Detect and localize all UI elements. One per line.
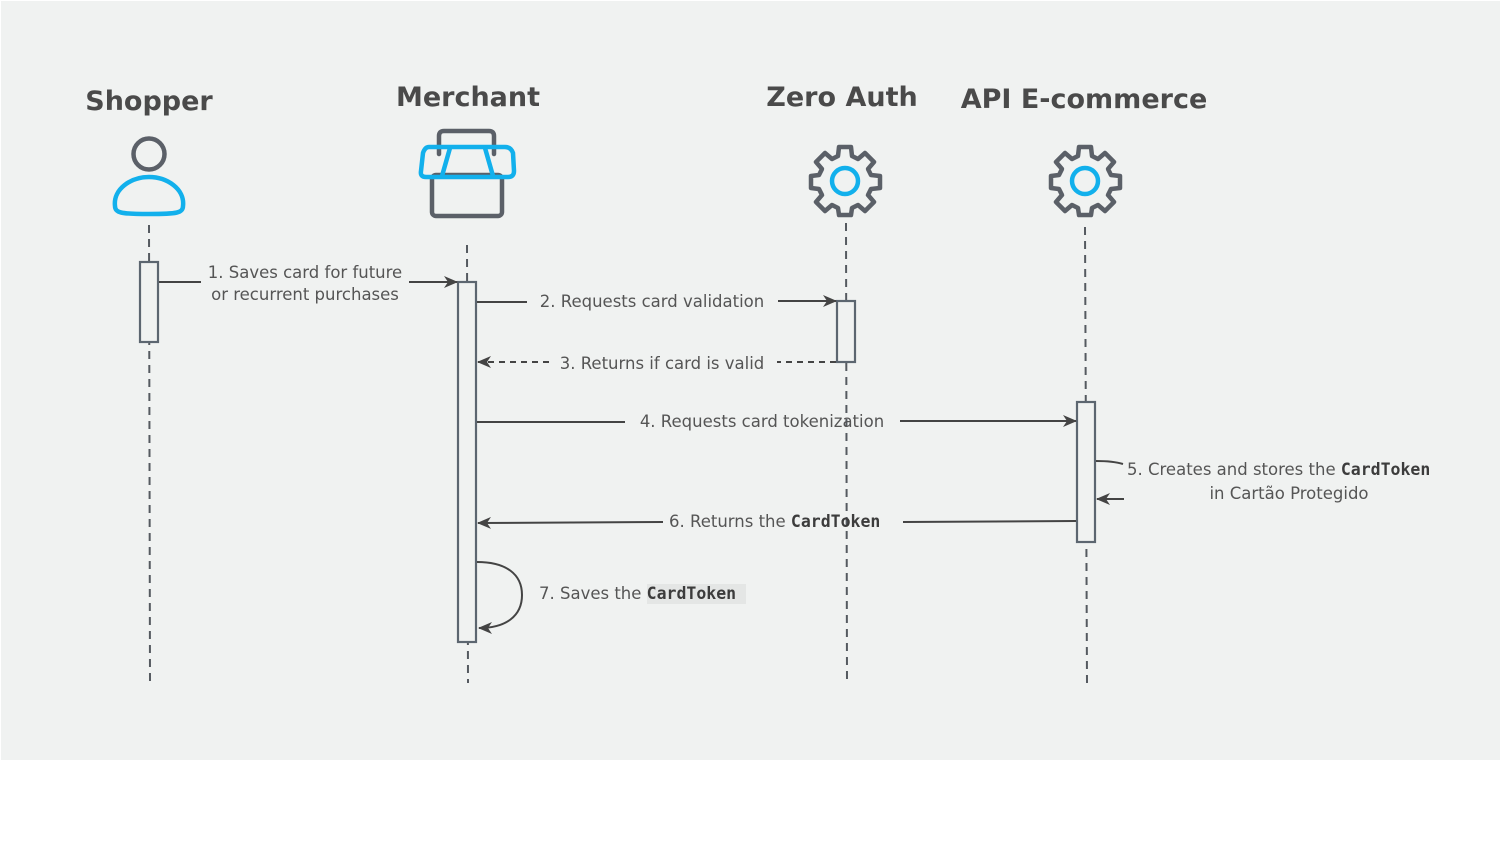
cardtoken-code: CardToken [647,584,736,603]
message-7: 7. Saves the CardToken [476,561,746,634]
actor-title-merchant: Merchant [396,82,540,113]
person-icon [112,136,186,217]
message-2: 2. Requests card validation [477,292,837,311]
message-5: 5. Creates and stores the CardToken in C… [1095,460,1430,505]
message-1-label-line1: 1. Saves card for future [208,263,402,282]
message-2-label: 2. Requests card validation [540,292,764,311]
message-5-label-line2: in Cartão Protegido [1209,484,1368,503]
message-6-label: 6. Returns the CardToken [669,512,880,531]
message-3: 3. Returns if card is valid [477,354,836,373]
activation-zero-auth [835,299,857,364]
cardtoken-code: CardToken [1341,460,1430,479]
message-4-label: 4. Requests card tokenization [640,412,884,431]
message-4: 4. Requests card tokenization [477,412,1077,431]
diagram-canvas: Shopper Merchant Zero Auth API E-commerc… [1,1,1500,760]
actor-title-shopper: Shopper [85,86,213,117]
activation-api-ecommerce [1075,400,1097,544]
actor-title-zero-auth: Zero Auth [766,82,917,113]
message-1-label-line2: or recurrent purchases [211,285,399,304]
lifeline-zero-auth [845,222,848,684]
message-1: 1. Saves card for future or recurrent pu… [159,263,458,304]
message-3-label: 3. Returns if card is valid [560,354,765,373]
gear-icon [1048,144,1123,218]
code-highlight [647,584,746,604]
message-7-label: 7. Saves the CardToken [539,584,736,603]
activation-shopper [138,260,160,344]
gear-icon [808,144,883,218]
activation-merchant [456,280,478,644]
cardtoken-code: CardToken [791,512,880,531]
actor-title-api-ecommerce: API E-commerce [961,84,1208,115]
message-5-label-line1: 5. Creates and stores the CardToken [1127,460,1430,479]
store-icon [418,128,517,219]
message-6: 6. Returns the CardToken [477,512,1077,531]
